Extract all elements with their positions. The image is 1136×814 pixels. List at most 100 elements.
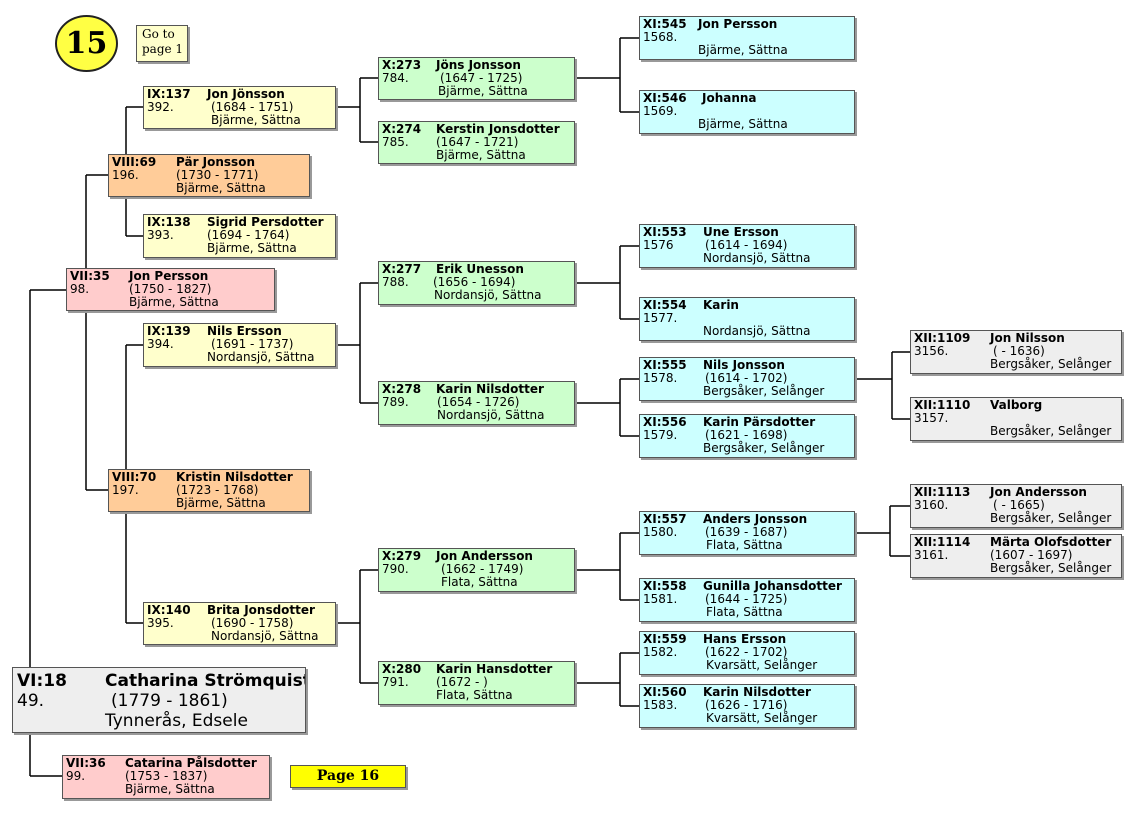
generation-code: XI:546 bbox=[643, 91, 687, 105]
person-name: Karin Pärsdotter bbox=[703, 415, 816, 429]
life-dates: (1647 - 1725) bbox=[440, 71, 523, 85]
generation-code: XI:557 bbox=[643, 512, 687, 526]
residence: Tynnerås, Edsele bbox=[105, 711, 248, 731]
generation-code: XI:555 bbox=[643, 358, 687, 372]
ahnentafel-number: 3161. bbox=[914, 548, 949, 562]
ahnentafel-number: 1583. bbox=[643, 698, 678, 712]
person-name: Karin Nilsdotter bbox=[436, 382, 544, 396]
generation-code: X:278 bbox=[382, 382, 422, 396]
ahnentafel-number: 1578. bbox=[643, 371, 678, 385]
residence: Nordansjö, Sättna bbox=[207, 350, 315, 364]
person-name: Catharina Strömquist bbox=[105, 671, 306, 691]
person-name: Nils Jonsson bbox=[703, 358, 785, 372]
ahnentafel-number: 784. bbox=[382, 71, 409, 85]
ahnentafel-number: 3157. bbox=[914, 411, 949, 425]
residence: Bergsåker, Selånger bbox=[703, 441, 825, 455]
life-dates: (1654 - 1726) bbox=[437, 395, 520, 409]
person-name: Sigrid Persdotter bbox=[207, 215, 324, 229]
ahnentafel-number: 98. bbox=[70, 282, 90, 296]
residence: Bjärme, Sättna bbox=[436, 148, 526, 162]
person-name: Jon Persson bbox=[698, 17, 778, 31]
person-name: Kerstin Jonsdotter bbox=[436, 122, 560, 136]
generation-code: XI:554 bbox=[643, 298, 687, 312]
residence: Nordansjö, Sättna bbox=[437, 408, 545, 422]
generation-code: XII:1110 bbox=[914, 398, 971, 412]
ahnentafel-number: 1582. bbox=[643, 645, 678, 659]
life-dates: (1694 - 1764) bbox=[207, 228, 290, 242]
life-dates: (1672 - ) bbox=[436, 675, 488, 689]
person-name: Karin Nilsdotter bbox=[703, 685, 811, 699]
generation-code: XII:1114 bbox=[914, 535, 971, 549]
person-name: Johanna bbox=[702, 91, 757, 105]
life-dates: ( - 1665) bbox=[993, 498, 1045, 512]
page-16-link[interactable]: Page 16 bbox=[290, 765, 406, 788]
life-dates: ( - 1636) bbox=[993, 344, 1045, 358]
life-dates: (1614 - 1702) bbox=[705, 371, 788, 385]
residence: Bjärme, Sättna bbox=[176, 496, 266, 510]
ahnentafel-number: 3156. bbox=[914, 344, 949, 358]
life-dates: (1691 - 1737) bbox=[211, 337, 294, 351]
ahnentafel-number: 395. bbox=[147, 616, 174, 630]
ahnentafel-number: 791. bbox=[382, 675, 409, 689]
residence: Flata, Sättna bbox=[441, 575, 518, 589]
person-name: Märta Olofsdotter bbox=[990, 535, 1112, 549]
generation-code: VIII:69 bbox=[112, 155, 157, 169]
residence: Nordansjö, Sättna bbox=[211, 629, 319, 643]
life-dates: (1690 - 1758) bbox=[211, 616, 294, 630]
person-box-555[interactable]: XI:555 Nils Jonsson 1578. (1614 - 1702)Berg… bbox=[639, 357, 855, 401]
generation-code: XI:545 bbox=[643, 17, 687, 31]
person-name: Jon Persson bbox=[129, 269, 209, 283]
generation-code: VI:18 bbox=[17, 671, 67, 691]
ahnentafel-number: 789. bbox=[382, 395, 409, 409]
go-to-label: Go to bbox=[142, 27, 175, 41]
life-dates: (1621 - 1698) bbox=[705, 428, 788, 442]
residence: Bjärme, Sättna bbox=[211, 113, 301, 127]
person-name: Kristin Nilsdotter bbox=[176, 470, 293, 484]
residence: Bjärme, Sättna bbox=[176, 181, 266, 195]
go-to-page-1-link[interactable]: Go to page 1 bbox=[136, 25, 188, 62]
generation-code: X:280 bbox=[382, 662, 422, 676]
person-name: Une Ersson bbox=[703, 225, 779, 239]
generation-code: IX:140 bbox=[147, 603, 191, 617]
generation-code: X:273 bbox=[382, 58, 422, 72]
residence: Kvarsätt, Selånger bbox=[706, 711, 818, 725]
person-box-278[interactable]: X:278 Karin Nilsdotter 789. (1654 - 1726)No… bbox=[378, 381, 575, 425]
life-dates: (1644 - 1725) bbox=[705, 592, 788, 606]
person-name: Hans Ersson bbox=[703, 632, 787, 646]
generation-code: VIII:70 bbox=[112, 470, 157, 484]
person-name: Gunilla Johansdotter bbox=[703, 579, 842, 593]
residence: Bergsåker, Selånger bbox=[703, 384, 825, 398]
ahnentafel-number: 1576 bbox=[643, 238, 674, 252]
generation-code: XI:558 bbox=[643, 579, 687, 593]
generation-code: IX:139 bbox=[147, 324, 191, 338]
life-dates: (1622 - 1702) bbox=[705, 645, 788, 659]
